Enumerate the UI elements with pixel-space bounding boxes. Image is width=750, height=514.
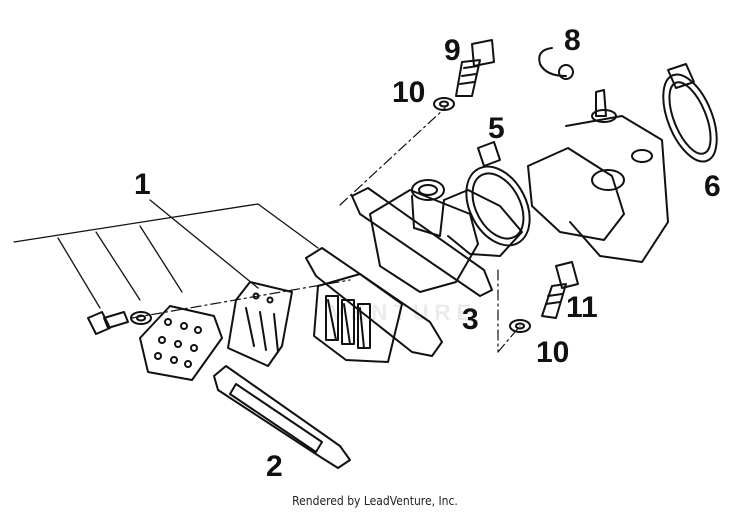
reed-stopper-part [140,306,222,380]
screw-part [88,312,151,334]
callout-5: 5 [488,112,505,145]
intake-manifold-part [352,180,522,296]
washer-part-10a [434,98,454,110]
clip-part [539,48,573,79]
callout-10-bottom: 10 [536,336,570,369]
render-credit: Rendered by LeadVenture, Inc. [292,494,458,508]
hose-clamp-part-5 [454,142,543,256]
assembly-centerlines [132,108,520,352]
callout-3: 3 [462,303,479,336]
callout-6: 6 [704,170,721,203]
carburetor-part [528,90,668,262]
leader-lines-1 [14,200,318,308]
hose-clamp-part-6 [652,64,727,169]
reed-valve-block-part [306,248,442,362]
bolt-part-9 [456,40,494,96]
gasket-part [214,366,350,468]
washer-part-10b [510,320,530,332]
watermark-text: VENTURE [330,300,478,325]
callout-9: 9 [444,34,461,67]
callout-10-top: 10 [392,76,426,109]
callout-2: 2 [266,450,283,483]
callout-11: 11 [566,291,598,324]
bolt-part-11 [542,262,578,318]
callout-1: 1 [134,168,151,201]
reed-petal-part [228,282,292,366]
callout-8: 8 [564,24,581,57]
